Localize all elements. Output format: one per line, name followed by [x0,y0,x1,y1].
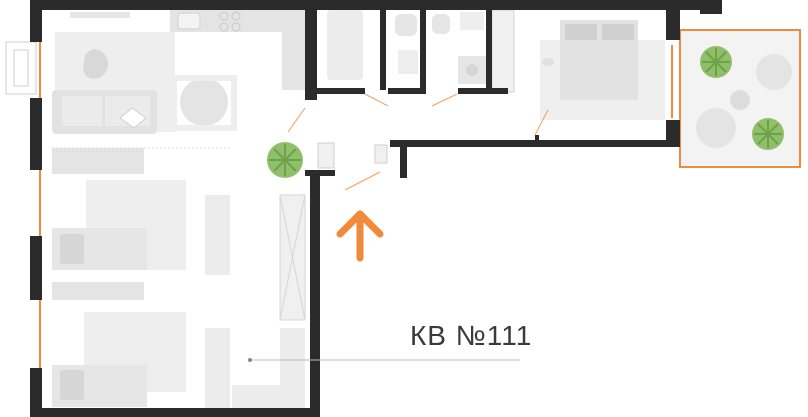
living-room [52,12,175,134]
window-frame [13,49,29,87]
bathtub [327,10,363,80]
desk [52,148,144,174]
bathroom [327,10,486,84]
pillow [60,370,84,400]
counter-side [282,10,305,90]
wardrobe [205,328,230,408]
pillow [565,24,597,40]
potted-plant-icon [700,46,732,78]
balcony-rail [679,29,801,168]
stool [730,90,750,110]
round-table [756,54,792,90]
sofa-cushion [62,96,102,126]
toilet [432,14,450,34]
washer-drum [466,64,478,76]
slippers [542,58,554,66]
label-dot [248,358,252,362]
wardrobe [205,195,230,275]
sink [398,50,418,74]
wardrobe-cross [279,194,306,321]
apartment-label: КВ №111 [410,320,533,351]
bedroom-left-top [52,147,230,275]
round-table [696,108,736,148]
toilet [395,14,417,36]
stove-burner [231,22,241,32]
potted-plant-icon [752,118,784,150]
pillow [602,24,634,40]
potted-plant-icon [267,142,303,178]
stove-burner [219,22,229,32]
sink [460,12,484,30]
side-table [83,49,109,79]
door-swings [287,93,549,191]
hallway [279,142,388,408]
pillow [60,234,84,264]
wall-tv [70,12,130,18]
shoe-rack [317,142,335,169]
bedroom-right [491,9,665,120]
wardrobe [491,9,515,93]
kitchen [170,10,305,131]
bedroom-left-bottom [52,282,280,409]
window-frame [5,41,37,95]
arrow-up-icon [336,210,384,262]
desk [52,282,144,300]
windows [39,40,673,370]
chair [171,75,237,131]
sink [177,12,201,30]
stove-burner [219,11,229,21]
counter [170,10,305,32]
balcony [679,29,801,168]
walls [30,0,722,417]
bench [374,144,388,164]
storage [232,385,280,409]
pillow [119,107,147,129]
wardrobe [280,328,305,408]
dining-table [180,78,228,126]
stove-burner [231,11,241,21]
